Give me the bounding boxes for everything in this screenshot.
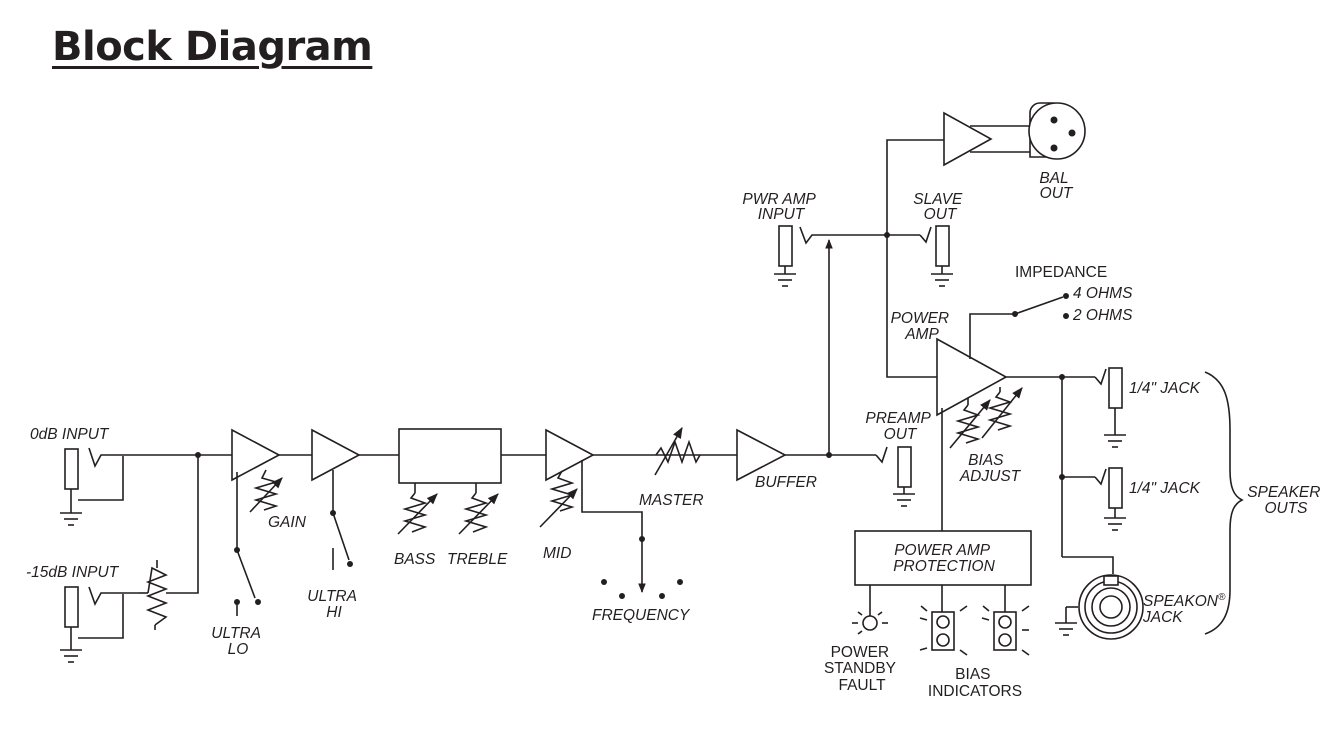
slave-out-label: SLAVE OUT [913, 191, 966, 223]
preamp-out-label: PREAMP OUT [865, 410, 934, 443]
bass-label: BASS [394, 551, 436, 568]
power-amp-label: POWER AMP [891, 310, 954, 343]
page-title: Block Diagram [52, 24, 373, 70]
treble-pot [458, 483, 499, 535]
junction-node [195, 452, 201, 458]
mid-pot [539, 470, 578, 528]
ultra-hi-amplifier [311, 428, 361, 482]
bias-adjust-label: BIAS ADJUST [959, 452, 1022, 485]
power-amp-protection-block [854, 530, 1032, 586]
frequency-label: FREQUENCY [592, 607, 691, 624]
bias-adjust-pots [949, 387, 1023, 449]
speakon-jack-label: SPEAKON® JACK [1142, 587, 1230, 626]
bal-out-path [886, 111, 1030, 378]
power-amplifier [936, 337, 1008, 417]
power-led-icon [852, 585, 888, 635]
power-amp-protection-label: POWER AMP PROTECTION [893, 542, 995, 575]
buffer-label: BUFFER [755, 474, 817, 491]
frequency-selector [581, 460, 683, 599]
treble-label: TREBLE [447, 551, 508, 568]
impedance-switch [969, 293, 1069, 359]
ultra-hi-label: ULTRA HI [307, 588, 360, 621]
bass-pot [397, 483, 438, 535]
ohms-2-label: 2 OHMS [1072, 307, 1133, 324]
speaker-output-bus [1006, 368, 1114, 574]
mid-amplifier [545, 428, 595, 482]
ultra-lo-label: ULTRA LO [211, 625, 264, 658]
ultra-hi-switch [330, 470, 353, 570]
bias-indicators-label: BIAS INDICATORS [928, 666, 1022, 700]
input-minus15db-label: -15dB INPUT [26, 564, 120, 581]
input-0db-label: 0dB INPUT [30, 426, 110, 443]
slave-out-jack [919, 225, 953, 287]
buffer-amplifier [736, 428, 787, 482]
mid-label: MID [543, 545, 571, 562]
speaker-jack-1 [1104, 367, 1126, 448]
tone-stack-block [398, 428, 502, 484]
speakon-jack-icon [1055, 574, 1144, 640]
impedance-label: IMPEDANCE [1015, 264, 1107, 281]
gain-amplifier [231, 428, 281, 482]
speaker-jack-2 [1104, 467, 1126, 531]
ultra-lo-switch [234, 472, 261, 616]
ohms-4-label: 4 OHMS [1073, 285, 1133, 302]
pad-resistor [139, 455, 199, 630]
bias-indicator-led-icon [981, 585, 1030, 656]
pwr-amp-input-label: PWR AMP INPUT [742, 191, 819, 223]
gain-pot [249, 469, 283, 513]
master-pot [654, 427, 701, 476]
xlr-connector-icon [1028, 102, 1086, 160]
jack-1-label: 1/4" JACK [1129, 380, 1201, 397]
master-label: MASTER [639, 492, 704, 509]
input-jack-minus15db [60, 586, 139, 663]
input-jack-0db [60, 447, 125, 526]
speaker-outs-brace [1204, 371, 1244, 635]
bias-indicator-led-icon [919, 585, 968, 656]
speaker-outs-label: SPEAKER OUTS [1247, 484, 1325, 517]
jack-2-label: 1/4" JACK [1129, 480, 1201, 497]
power-standby-fault-label: POWER STANDBY FAULT [824, 644, 900, 694]
preamp-out-jack [875, 446, 915, 507]
gain-label: GAIN [268, 514, 307, 531]
bal-out-label: BAL OUT [1039, 170, 1074, 202]
pwr-amp-input-jack [774, 225, 920, 455]
